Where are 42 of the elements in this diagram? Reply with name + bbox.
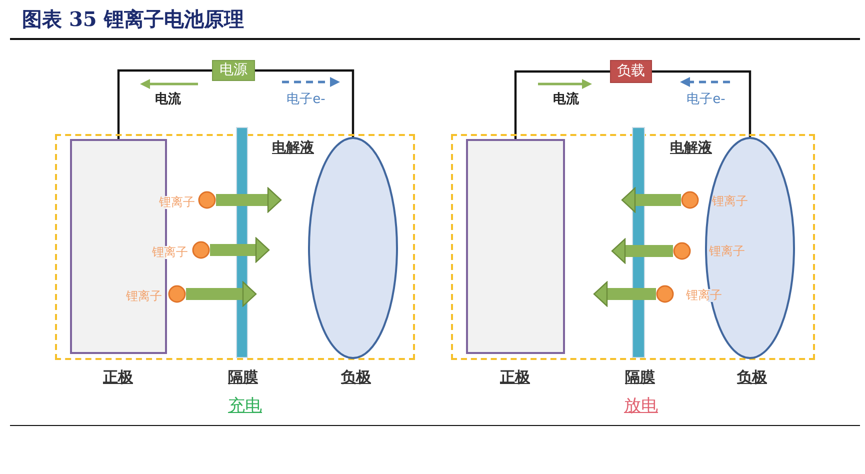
electrode-label: 负极 bbox=[737, 369, 767, 386]
separator-label: 隔膜 bbox=[625, 369, 655, 386]
block-arrow bbox=[611, 238, 673, 264]
electrolyte-label: 电解液 bbox=[670, 141, 712, 156]
block-arrow bbox=[186, 281, 257, 307]
ion-label: 锂离子 bbox=[686, 289, 722, 302]
panel-caption: 放电 bbox=[624, 397, 658, 416]
electrolyte-label: 电解液 bbox=[272, 141, 314, 156]
block-arrow bbox=[621, 187, 681, 213]
ion-label: 锂离子 bbox=[126, 290, 162, 304]
diagram-title: 图表 35 锂离子电池原理 bbox=[22, 8, 244, 30]
electrode-label: 负极 bbox=[341, 369, 371, 386]
ion-label: 锂离子 bbox=[709, 245, 745, 258]
wire bbox=[514, 70, 610, 139]
electrolyte-region bbox=[55, 134, 415, 360]
load-box: 负载 bbox=[610, 60, 652, 83]
separator-label: 隔膜 bbox=[228, 369, 258, 386]
wire bbox=[652, 70, 752, 137]
positive-electrode bbox=[466, 139, 565, 354]
ion-dot-icon bbox=[673, 242, 691, 260]
block-arrow bbox=[216, 187, 282, 213]
wire bbox=[255, 69, 354, 137]
ion-label: 锂离子 bbox=[159, 196, 195, 210]
electron-label: 电子e- bbox=[286, 93, 326, 108]
ion-dot-icon bbox=[681, 191, 699, 209]
current-label: 电流 bbox=[155, 93, 181, 108]
block-arrow bbox=[210, 237, 270, 263]
power-source-box: 电源 bbox=[212, 60, 255, 81]
ion-dot-icon bbox=[192, 241, 210, 259]
ion-dot-icon bbox=[656, 285, 674, 303]
current-label: 电流 bbox=[553, 93, 579, 108]
electron-label: 电子e- bbox=[686, 93, 726, 108]
ion-dot-icon bbox=[168, 285, 186, 303]
block-arrow bbox=[593, 281, 656, 307]
electrolyte-region bbox=[451, 134, 815, 360]
wire bbox=[117, 69, 212, 139]
ion-label: 锂离子 bbox=[152, 246, 188, 260]
panel-caption: 充电 bbox=[228, 397, 262, 416]
electrode-label: 正极 bbox=[103, 369, 133, 386]
electrode-label: 正极 bbox=[500, 369, 530, 386]
ion-label: 锂离子 bbox=[712, 195, 748, 208]
ion-dot-icon bbox=[198, 191, 216, 209]
